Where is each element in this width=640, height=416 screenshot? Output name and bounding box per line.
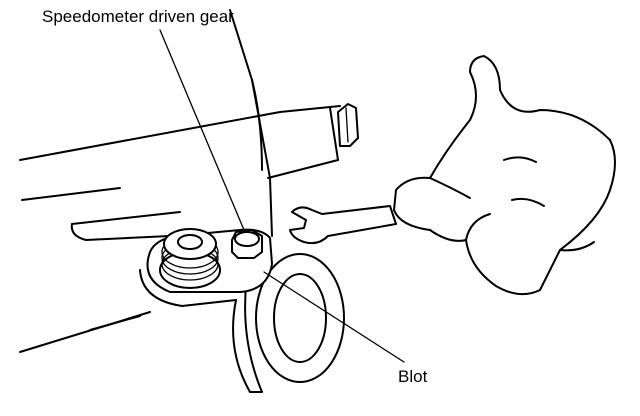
speedometer-driven-gear: [159, 228, 221, 289]
speedometer-driven-gear-label: Speedometer driven gear: [42, 7, 234, 26]
bolt-label: Blot: [398, 367, 428, 386]
hand: [393, 55, 616, 296]
bracket-strut: [229, 9, 273, 237]
lower-arm: [19, 211, 181, 353]
leader-lines: [159, 29, 405, 363]
wrench: [289, 205, 397, 245]
bolt: [231, 229, 263, 259]
frame-tube: [19, 103, 359, 201]
